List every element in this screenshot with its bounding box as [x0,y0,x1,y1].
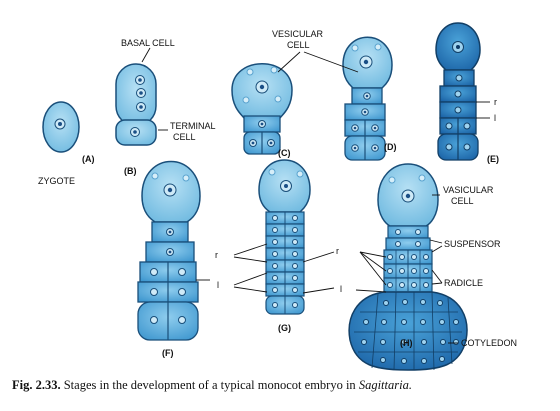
label-terminal-cell-1: TERMINAL [170,121,216,131]
label-h-r: r [336,246,339,256]
label-vasicular-cell-1: VASICULAR [443,185,494,195]
stage-b-two-celled-proembryo [115,63,157,146]
stage-c [231,63,293,155]
label-e-l: l [494,113,496,123]
label-vesicular-cell-2: CELL [287,40,310,50]
label-basal-cell: BASAL CELL [121,38,175,48]
label-g-l: l [217,280,219,290]
stage-e [435,22,481,161]
label-h-l: l [340,284,342,294]
caption-species: Sagittaria. [358,378,412,392]
stage-d [342,36,393,161]
figure-caption: Fig. 2.33. Stages in the development of … [12,378,552,393]
stage-label-f: (F) [162,348,174,358]
label-g-r: r [215,250,218,260]
caption-text: Stages in the development of a typical m… [63,378,356,392]
label-vesicular-cell-1: VESICULAR [272,29,324,39]
label-e-r: r [494,97,497,107]
label-zygote: ZYGOTE [38,176,75,186]
stage-g [258,159,311,315]
label-suspensor: SUSPENSOR [444,239,501,249]
stage-label-e: (E) [487,154,499,164]
label-vasicular-cell-2: CELL [451,196,474,206]
stage-label-c: (C) [278,148,291,158]
stage-label-a: (A) [82,154,95,164]
label-terminal-cell-2: CELL [173,132,196,142]
stage-label-b: (B) [124,166,137,176]
stage-a-zygote [42,101,80,153]
figure-number: Fig. 2.33. [12,378,61,392]
stage-f [137,160,201,341]
label-cotyledon: COTYLEDON [461,338,517,348]
leader-lines [141,47,490,344]
stage-label-g: (G) [278,323,291,333]
label-radicle: RADICLE [444,278,483,288]
stage-label-h: (H) [400,338,413,348]
stage-label-d: (D) [384,142,397,152]
